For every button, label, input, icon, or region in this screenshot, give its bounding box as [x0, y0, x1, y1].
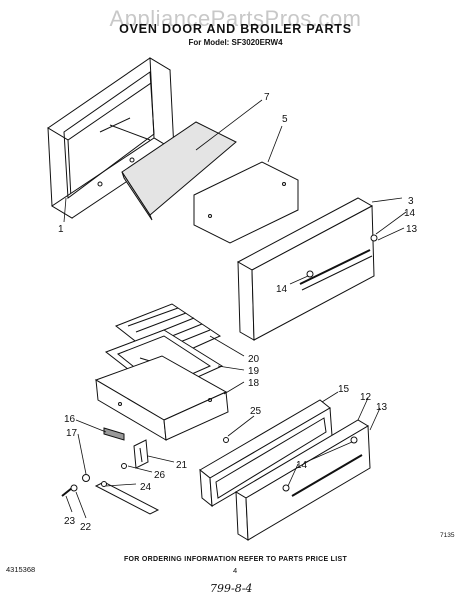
broiler-door-inner[interactable]: [199, 399, 333, 508]
broiler-door-screws[interactable]: [282, 436, 358, 492]
ordering-note: FOR ORDERING INFORMATION REFER TO PARTS …: [123, 556, 348, 563]
screw-26[interactable]: [121, 463, 127, 469]
broiler-door-outer[interactable]: [235, 419, 371, 541]
screws-22-23[interactable]: [61, 484, 78, 497]
callout-18: 18: [248, 378, 260, 389]
callout-21: 21: [176, 460, 188, 471]
callout-14-door: 14: [404, 208, 416, 219]
drawer-latch[interactable]: [133, 439, 149, 469]
slide-rail[interactable]: [94, 481, 160, 515]
drawer-bracket[interactable]: [103, 427, 125, 441]
diagram-title: OVEN DOOR AND BROILER PARTS: [119, 22, 352, 36]
callout-19: 19: [248, 366, 260, 377]
callout-20: 20: [248, 354, 260, 365]
callout-14-broiler: 14: [296, 460, 308, 471]
callout-3: 3: [408, 196, 414, 207]
door-liner-panel[interactable]: [193, 161, 299, 244]
callout-25: 25: [250, 406, 262, 417]
spacer-17[interactable]: [82, 474, 90, 482]
screw-25[interactable]: [223, 437, 229, 443]
callout-13-door: 13: [406, 224, 418, 235]
callout-12: 12: [360, 392, 372, 403]
document-number: 4315368: [6, 565, 36, 574]
broiler-drawer[interactable]: [94, 355, 229, 441]
callout-13-broiler: 13: [376, 402, 388, 413]
callout-22: 22: [80, 522, 92, 533]
leader-lines: [63, 99, 407, 519]
callout-5: 5: [282, 114, 288, 125]
callout-24: 24: [140, 482, 152, 493]
callout-15: 15: [338, 384, 350, 395]
model-number: For Model: SF3020ERW4: [188, 38, 283, 47]
callout-16: 16: [64, 414, 76, 425]
watermark: AppliancePartsPros.com: [109, 6, 362, 31]
handwritten-note: 799-8-4: [210, 582, 253, 595]
callout-14-handle: 14: [276, 284, 288, 295]
insulation-pad[interactable]: [121, 121, 237, 221]
callout-1: 1: [58, 224, 64, 235]
callout-26: 26: [154, 470, 166, 481]
door-screws[interactable]: [306, 234, 378, 278]
callout-7: 7: [264, 92, 270, 103]
drawing-code: 7135: [440, 532, 455, 539]
callout-23: 23: [64, 516, 76, 527]
page-number: 4: [233, 566, 238, 575]
callout-17: 17: [66, 428, 78, 439]
